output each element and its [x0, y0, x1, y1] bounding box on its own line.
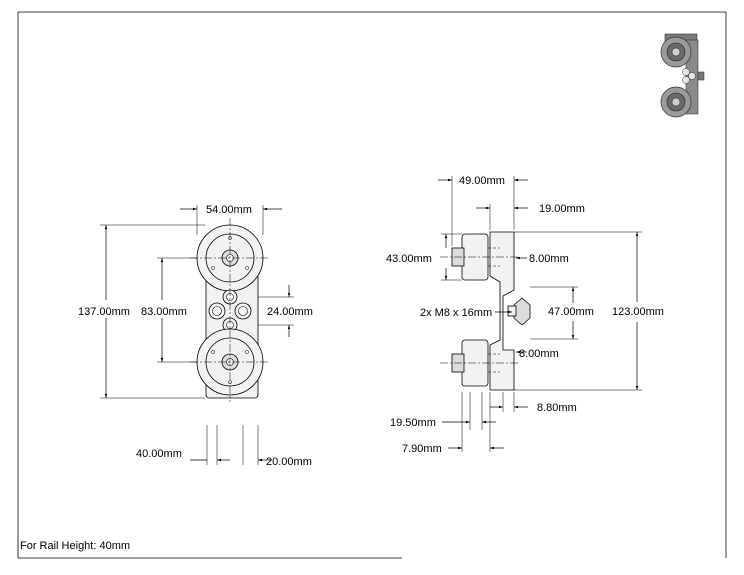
front-view-dimensions [100, 205, 294, 465]
dim-lower-thickness: 8.00mm [519, 348, 559, 360]
dimension-labels: 54.00mm 137.00mm 83.00mm 24.00mm 40.00mm… [20, 175, 664, 552]
dim-offset-right: 20.00mm [266, 456, 312, 468]
dim-plate-thickness: 8.80mm [537, 402, 577, 414]
dim-spacer: 7.90mm [402, 443, 442, 455]
dim-bolt-spec: 2x M8 x 16mm [420, 307, 492, 319]
dim-plate-height: 123.00mm [612, 306, 664, 318]
dim-offset-left: 40.00mm [136, 448, 182, 460]
dim-overall-depth: 49.00mm [459, 175, 505, 187]
side-view [440, 231, 531, 391]
sheet-border [17, 11, 727, 559]
dim-wheel-width: 19.50mm [390, 417, 436, 429]
dim-wheel-spacing: 83.00mm [141, 306, 187, 318]
dim-overall-height: 137.00mm [78, 306, 130, 318]
isometric-thumbnail [660, 33, 705, 118]
dim-upper-thickness: 8.00mm [529, 253, 569, 265]
dim-plate-offset: 19.00mm [539, 203, 585, 215]
front-view [190, 218, 270, 402]
dim-hole-spacing: 24.00mm [267, 306, 313, 318]
dim-bolt-spacing: 47.00mm [548, 306, 594, 318]
rail-height-note: For Rail Height: 40mm [20, 540, 130, 552]
dim-wheel-diameter: 43.00mm [386, 253, 432, 265]
side-view-dimensions [438, 176, 642, 452]
dim-width-top: 54.00mm [206, 204, 252, 216]
